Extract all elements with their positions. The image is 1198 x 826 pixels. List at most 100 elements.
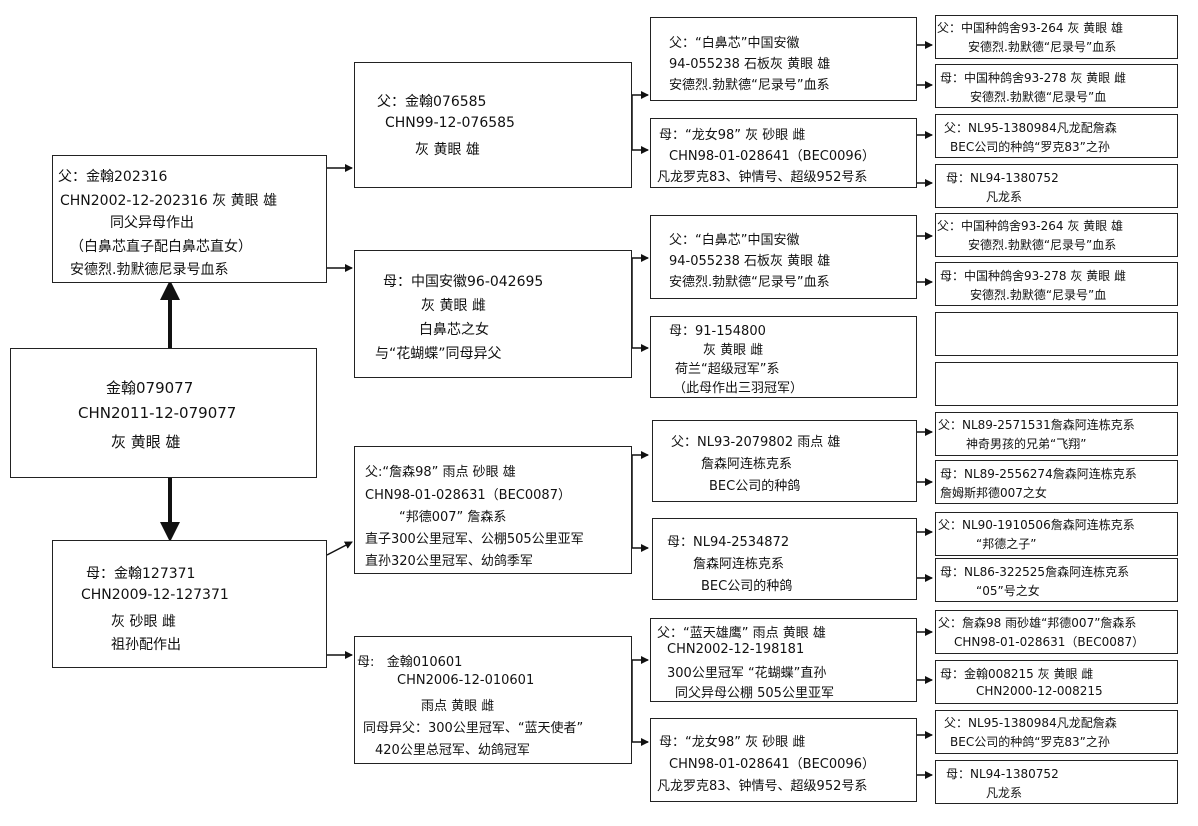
g4-16-line-2: 凡龙系 bbox=[986, 786, 1023, 800]
g4-2-line-2: 安德烈.勃默德“尼录号”血 bbox=[970, 90, 1107, 104]
dds-box[interactable]: 父：“蓝天雄鹰” 雨点 黄眼 雄 CHN2002-12-198181 300公里… bbox=[650, 618, 917, 702]
dam-line-4: 祖孙配作出 bbox=[111, 637, 181, 653]
sss-box[interactable]: 父：“白鼻芯”中国安徽 94-055238 石板灰 黄眼 雄 安德烈.勃默德“尼… bbox=[650, 17, 917, 101]
sire-line-1: 父：金翰202316 bbox=[58, 169, 168, 185]
dam-line-3: 灰 砂眼 雌 bbox=[111, 614, 176, 630]
dam-line-1: 母：金翰127371 bbox=[86, 566, 196, 582]
ddd-line-1: 母：“龙女98” 灰 砂眼 雌 bbox=[659, 735, 806, 750]
g4-box-9[interactable]: 父：NL89-2571531詹森阿连栋克系 神奇男孩的兄弟“飞翔” bbox=[935, 412, 1178, 456]
dam-sire-line-1: 父:“詹森98” 雨点 砂眼 雄 bbox=[365, 465, 516, 480]
g4-10-line-1: 母：NL89-2556274詹森阿连栋克系 bbox=[940, 467, 1137, 481]
g4-box-7[interactable] bbox=[935, 312, 1178, 356]
sire-sire-line-2: CHN99-12-076585 bbox=[385, 115, 515, 131]
g4-2-line-1: 母：中国种鸽舍93-278 灰 黄眼 雌 bbox=[940, 71, 1126, 85]
g4-box-3[interactable]: 父：NL95-1380984凡龙配詹森 BEC公司的种鸽“罗克83”之孙 bbox=[935, 114, 1178, 158]
g4-5-line-1: 父：中国种鸽舍93-264 灰 黄眼 雄 bbox=[937, 219, 1123, 233]
g4-box-4[interactable]: 母：NL94-1380752 凡龙系 bbox=[935, 164, 1178, 208]
g4-box-2[interactable]: 母：中国种鸽舍93-278 灰 黄眼 雌 安德烈.勃默德“尼录号”血 bbox=[935, 64, 1178, 108]
dam-dam-line-4: 同母异父：300公里冠军、“蓝天使者” bbox=[363, 721, 584, 736]
dam-box[interactable]: 母：金翰127371 CHN2009-12-127371 灰 砂眼 雌 祖孙配作… bbox=[52, 540, 327, 668]
g4-9-line-2: 神奇男孩的兄弟“飞翔” bbox=[966, 437, 1087, 451]
sire-dam-line-1: 母：中国安徽96-042695 bbox=[383, 274, 544, 290]
g4-box-1[interactable]: 父：中国种鸽舍93-264 灰 黄眼 雄 安德烈.勃默德“尼录号”血系 bbox=[935, 15, 1178, 59]
dsd-box[interactable]: 母：NL94-2534872 詹森阿连栋克系 BEC公司的种鸽 bbox=[652, 518, 917, 600]
sss-line-1: 父：“白鼻芯”中国安徽 bbox=[669, 36, 800, 51]
g4-box-12[interactable]: 母：NL86-322525詹森阿连栋克系 “05”号之女 bbox=[935, 558, 1178, 602]
sds-box[interactable]: 父：“白鼻芯”中国安徽 94-055238 石板灰 黄眼 雄 安德烈.勃默德“尼… bbox=[650, 215, 917, 299]
dam-dam-line-2: CHN2006-12-010601 bbox=[397, 673, 535, 688]
g4-5-line-2: 安德烈.勃默德“尼录号”血系 bbox=[968, 238, 1117, 252]
sire-box[interactable]: 父：金翰202316 CHN2002-12-202316 灰 黄眼 雄 同父异母… bbox=[52, 155, 327, 283]
dds-line-2: CHN2002-12-198181 bbox=[667, 642, 805, 657]
sdd-line-1: 母：91-154800 bbox=[669, 324, 766, 339]
g4-9-line-1: 父：NL89-2571531詹森阿连栋克系 bbox=[938, 418, 1135, 432]
ddd-box[interactable]: 母：“龙女98” 灰 砂眼 雌 CHN98-01-028641（BEC0096）… bbox=[650, 718, 917, 802]
g4-14-line-1: 母：金翰008215 灰 黄眼 雌 bbox=[940, 667, 1094, 681]
sss-line-3: 安德烈.勃默德“尼录号”血系 bbox=[669, 78, 830, 93]
sire-dam-line-4: 与“花蝴蝶”同母异父 bbox=[375, 346, 502, 362]
g4-box-8[interactable] bbox=[935, 362, 1178, 406]
dam-sire-line-2: CHN98-01-028631（BEC0087） bbox=[365, 488, 571, 503]
g4-13-line-2: CHN98-01-028631（BEC0087） bbox=[954, 635, 1145, 649]
ddd-line-2: CHN98-01-028641（BEC0096） bbox=[669, 757, 875, 772]
dsd-line-1: 母：NL94-2534872 bbox=[667, 535, 790, 550]
ddd-line-3: 凡龙罗克83、钟情号、超级952号系 bbox=[657, 779, 868, 794]
g4-15-line-2: BEC公司的种鸽“罗克83”之孙 bbox=[950, 735, 1110, 749]
dds-line-4: 同父异母公棚 505公里亚军 bbox=[675, 686, 834, 701]
dds-line-3: 300公里冠军 “花蝴蝶”直孙 bbox=[667, 666, 827, 681]
g4-12-line-2: “05”号之女 bbox=[976, 584, 1040, 598]
dss-box[interactable]: 父：NL93-2079802 雨点 雄 詹森阿连栋克系 BEC公司的种鸽 bbox=[652, 420, 917, 502]
sds-line-1: 父：“白鼻芯”中国安徽 bbox=[669, 233, 800, 248]
subject-ring: 金翰079077 bbox=[106, 379, 194, 397]
g4-11-line-1: 父：NL90-1910506詹森阿连栋克系 bbox=[938, 518, 1135, 532]
g4-4-line-1: 母：NL94-1380752 bbox=[946, 171, 1059, 185]
g4-box-16[interactable]: 母：NL94-1380752 凡龙系 bbox=[935, 760, 1178, 804]
sdd-line-3: 荷兰“超级冠军”系 bbox=[675, 362, 780, 377]
g4-13-line-1: 父：詹森98 雨砂雄“邦德007”詹森系 bbox=[938, 616, 1137, 630]
g4-box-10[interactable]: 母：NL89-2556274詹森阿连栋克系 詹姆斯邦德007之女 bbox=[935, 460, 1178, 504]
sire-sire-box[interactable]: 父：金翰076585 CHN99-12-076585 灰 黄眼 雄 bbox=[354, 62, 632, 188]
sire-line-4: （白鼻芯直子配白鼻芯直女） bbox=[70, 239, 252, 255]
sire-dam-box[interactable]: 母：中国安徽96-042695 灰 黄眼 雌 白鼻芯之女 与“花蝴蝶”同母异父 bbox=[354, 250, 632, 378]
sds-line-2: 94-055238 石板灰 黄眼 雄 bbox=[669, 254, 831, 269]
g4-4-line-2: 凡龙系 bbox=[986, 190, 1023, 204]
ssd-line-3: 凡龙罗克83、钟情号、超级952号系 bbox=[657, 170, 868, 185]
dam-sire-line-5: 直孙320公里冠军、幼鸽季军 bbox=[365, 554, 533, 569]
dds-line-1: 父：“蓝天雄鹰” 雨点 黄眼 雄 bbox=[657, 626, 826, 641]
sire-sire-line-3: 灰 黄眼 雄 bbox=[415, 142, 480, 158]
g4-box-13[interactable]: 父：詹森98 雨砂雄“邦德007”詹森系 CHN98-01-028631（BEC… bbox=[935, 610, 1178, 654]
sss-line-2: 94-055238 石板灰 黄眼 雄 bbox=[669, 57, 831, 72]
g4-box-11[interactable]: 父：NL90-1910506詹森阿连栋克系 “邦德之子” bbox=[935, 512, 1178, 556]
ssd-box[interactable]: 母：“龙女98” 灰 砂眼 雌 CHN98-01-028641（BEC0096）… bbox=[650, 118, 917, 188]
subject-box[interactable]: 金翰079077 CHN2011-12-079077 灰 黄眼 雄 bbox=[10, 348, 317, 478]
g4-16-line-1: 母：NL94-1380752 bbox=[946, 767, 1059, 781]
sire-line-2: CHN2002-12-202316 灰 黄眼 雄 bbox=[60, 193, 278, 209]
sire-sire-line-1: 父：金翰076585 bbox=[377, 94, 487, 110]
sire-dam-line-3: 白鼻芯之女 bbox=[419, 322, 489, 338]
dss-line-1: 父：NL93-2079802 雨点 雄 bbox=[671, 435, 841, 450]
sdd-line-4: （此母作出三羽冠军） bbox=[673, 381, 804, 396]
dam-dam-line-5: 420公里总冠军、幼鸽冠军 bbox=[375, 743, 530, 758]
dsd-line-3: BEC公司的种鸽 bbox=[701, 579, 793, 594]
g4-box-14[interactable]: 母：金翰008215 灰 黄眼 雌 CHN2000-12-008215 bbox=[935, 660, 1178, 704]
sire-dam-line-2: 灰 黄眼 雌 bbox=[421, 298, 486, 314]
dam-dam-box[interactable]: 母: 金翰010601 CHN2006-12-010601 雨点 黄眼 雌 同母… bbox=[354, 636, 632, 764]
g4-box-5[interactable]: 父：中国种鸽舍93-264 灰 黄眼 雄 安德烈.勃默德“尼录号”血系 bbox=[935, 213, 1178, 257]
g4-box-15[interactable]: 父：NL95-1380984凡龙配詹森 BEC公司的种鸽“罗克83”之孙 bbox=[935, 710, 1178, 754]
g4-6-line-1: 母：中国种鸽舍93-278 灰 黄眼 雌 bbox=[940, 269, 1126, 283]
g4-box-6[interactable]: 母：中国种鸽舍93-278 灰 黄眼 雌 安德烈.勃默德“尼录号”血 bbox=[935, 262, 1178, 306]
arrow-up-icon bbox=[160, 280, 180, 300]
dam-sire-box[interactable]: 父:“詹森98” 雨点 砂眼 雄 CHN98-01-028631（BEC0087… bbox=[354, 446, 632, 574]
ssd-line-2: CHN98-01-028641（BEC0096） bbox=[669, 149, 875, 164]
subject-desc: 灰 黄眼 雄 bbox=[111, 433, 181, 451]
g4-12-line-1: 母：NL86-322525詹森阿连栋克系 bbox=[940, 565, 1130, 579]
sdd-line-2: 灰 黄眼 雌 bbox=[703, 343, 764, 358]
dsd-line-2: 詹森阿连栋克系 bbox=[693, 557, 785, 572]
ssd-line-1: 母：“龙女98” 灰 砂眼 雌 bbox=[659, 128, 806, 143]
g4-6-line-2: 安德烈.勃默德“尼录号”血 bbox=[970, 288, 1107, 302]
g4-15-line-1: 父：NL95-1380984凡龙配詹森 bbox=[944, 716, 1117, 730]
dam-dam-line-3: 雨点 黄眼 雌 bbox=[421, 699, 495, 714]
sdd-box[interactable]: 母：91-154800 灰 黄眼 雌 荷兰“超级冠军”系 （此母作出三羽冠军） bbox=[650, 316, 917, 398]
dam-sire-line-4: 直子300公里冠军、公棚505公里亚军 bbox=[365, 532, 584, 547]
